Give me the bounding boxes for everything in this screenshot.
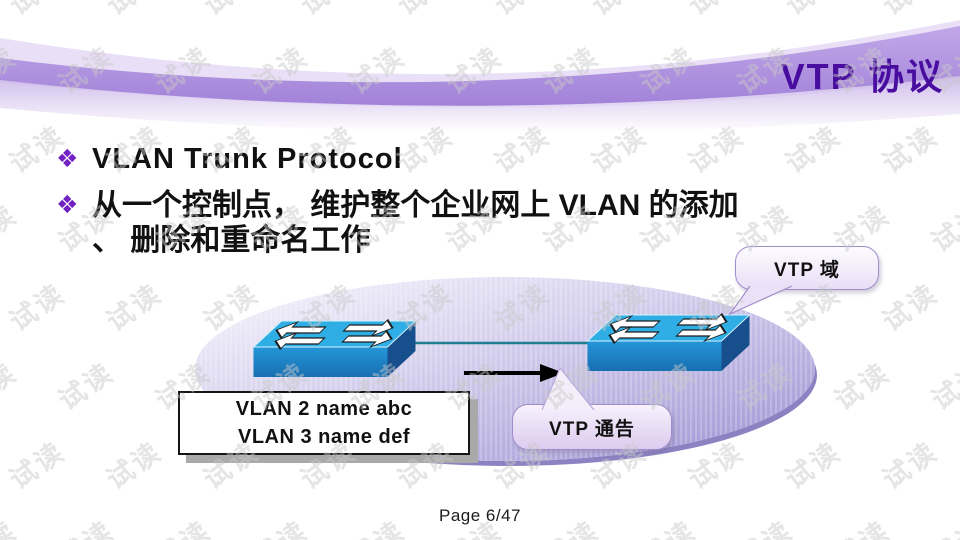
diamond-bullet-icon: ❖ <box>56 191 79 219</box>
banner-fade-wave <box>0 76 960 133</box>
bullet-item-2: ❖ 从一个控制点， 维护整个企业网上 VLAN 的添加 、 删除和重命名工作 <box>56 188 739 258</box>
vtp-domain-callout: VTP 域 <box>735 246 879 290</box>
vtp-advert-callout-label: VTP 通告 <box>549 418 635 440</box>
banner-swoosh <box>0 20 960 133</box>
bullet-line-1: 从一个控制点， 维护整个企业网上 VLAN 的添加 <box>92 189 739 222</box>
bullet-item-1: ❖ VLAN Trunk Protocol <box>56 142 403 176</box>
vtp-advert-callout: VTP 通告 <box>512 404 672 450</box>
network-switch-icon-left <box>252 319 417 378</box>
bullet-line-2: 、 删除和重命名工作 <box>92 224 371 257</box>
watermark-text: 试读 <box>0 357 23 417</box>
watermark-text: 试读 <box>877 278 944 338</box>
vlan-info-box: VLAN 2 name abc VLAN 3 name def <box>178 391 470 455</box>
watermark-text: 试读 <box>0 199 23 259</box>
watermark-text: 试读 <box>926 357 960 417</box>
watermark-text: 试读 <box>4 278 71 338</box>
bullet-text: VLAN Trunk Protocol <box>92 143 403 175</box>
watermark-text: 试读 <box>4 436 71 496</box>
vlan-line-1: VLAN 2 name abc <box>235 398 413 420</box>
watermark-text: 试读 <box>926 199 960 259</box>
watermark-text: 试读 <box>780 436 847 496</box>
advert-direction-arrow-icon <box>464 364 564 382</box>
watermark-text: 试读 <box>101 278 168 338</box>
watermark-text: 试读 <box>101 436 168 496</box>
watermark-text: 试读 <box>877 436 944 496</box>
vtp-domain-callout-tail <box>728 285 793 316</box>
page-number: Page 6/47 <box>438 506 521 525</box>
watermark-text: 试读 <box>53 357 120 417</box>
watermark-text: 试读 <box>829 357 896 417</box>
vtp-domain-callout-label: VTP 域 <box>774 259 840 281</box>
page-title: VTP 协议 <box>780 56 944 97</box>
banner-purple-band <box>0 26 960 108</box>
vtp-advert-callout-tail <box>541 367 595 411</box>
bullet-text: 从一个控制点， 维护整个企业网上 VLAN 的添加 、 删除和重命名工作 <box>92 188 739 258</box>
diamond-bullet-icon: ❖ <box>56 145 79 173</box>
vlan-line-2: VLAN 3 name def <box>238 426 410 448</box>
